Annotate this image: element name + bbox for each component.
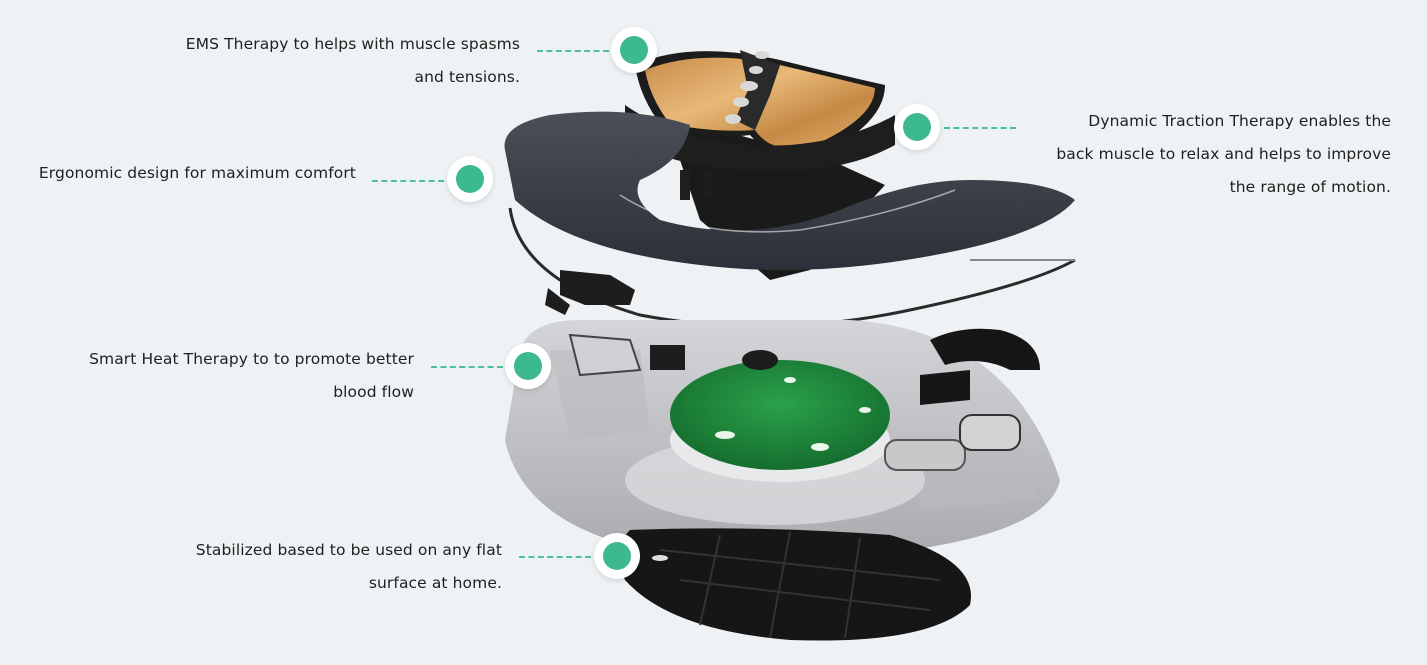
callout-ergonomic-line-1: Ergonomic design for maximum comfort — [38, 164, 356, 182]
hotspot-dot-icon — [514, 352, 542, 380]
callout-base-marker[interactable] — [594, 533, 640, 579]
circuit-board — [670, 360, 890, 482]
callout-ergonomic-connector — [372, 180, 444, 182]
callout-ergonomic-text: Ergonomic design for maximum comfort — [39, 157, 356, 190]
callout-ergonomic-marker[interactable] — [447, 156, 493, 202]
callout-traction-marker[interactable] — [894, 104, 940, 150]
base-plate — [618, 528, 971, 641]
callout-traction-line-2: back muscle to relax and helps to improv… — [1056, 145, 1391, 163]
hotspot-dot-icon — [620, 36, 648, 64]
callout-heat-line-1: Smart Heat Therapy to to promote better — [89, 350, 414, 368]
callout-ems-line-2: and tensions. — [414, 68, 520, 86]
callout-ems-text: EMS Therapy to helps with muscle spasms … — [186, 28, 520, 94]
callout-base-line-1: Stabilized based to be used on any flat — [195, 541, 502, 559]
callout-ems-marker[interactable] — [611, 27, 657, 73]
hotspot-dot-icon — [603, 542, 631, 570]
callout-base-text: Stabilized based to be used on any flat … — [196, 534, 502, 600]
callout-traction-line-3: the range of motion. — [1229, 178, 1391, 196]
motors-right — [568, 328, 1040, 471]
callout-ems-line-1: EMS Therapy to helps with muscle spasms — [185, 35, 520, 53]
callout-heat-text: Smart Heat Therapy to to promote better … — [89, 343, 414, 409]
neck-shell — [504, 111, 1076, 271]
callout-traction-line-1: Dynamic Traction Therapy enables the — [1088, 112, 1391, 130]
callout-heat-line-2: blood flow — [333, 383, 414, 401]
callout-heat-marker[interactable] — [505, 343, 551, 389]
callout-base-connector — [519, 556, 591, 558]
callout-heat-connector — [431, 366, 503, 368]
traction-bracket — [625, 105, 895, 200]
motor-left — [545, 270, 635, 315]
hotspot-dot-icon — [903, 113, 931, 141]
callout-ems-connector — [537, 50, 609, 52]
hotspot-dot-icon — [456, 165, 484, 193]
callout-traction-text: Dynamic Traction Therapy enables the bac… — [1056, 105, 1391, 204]
callout-traction-connector — [944, 127, 1016, 129]
product-exploded-view — [504, 50, 1076, 641]
callout-base-line-2: surface at home. — [368, 574, 502, 592]
